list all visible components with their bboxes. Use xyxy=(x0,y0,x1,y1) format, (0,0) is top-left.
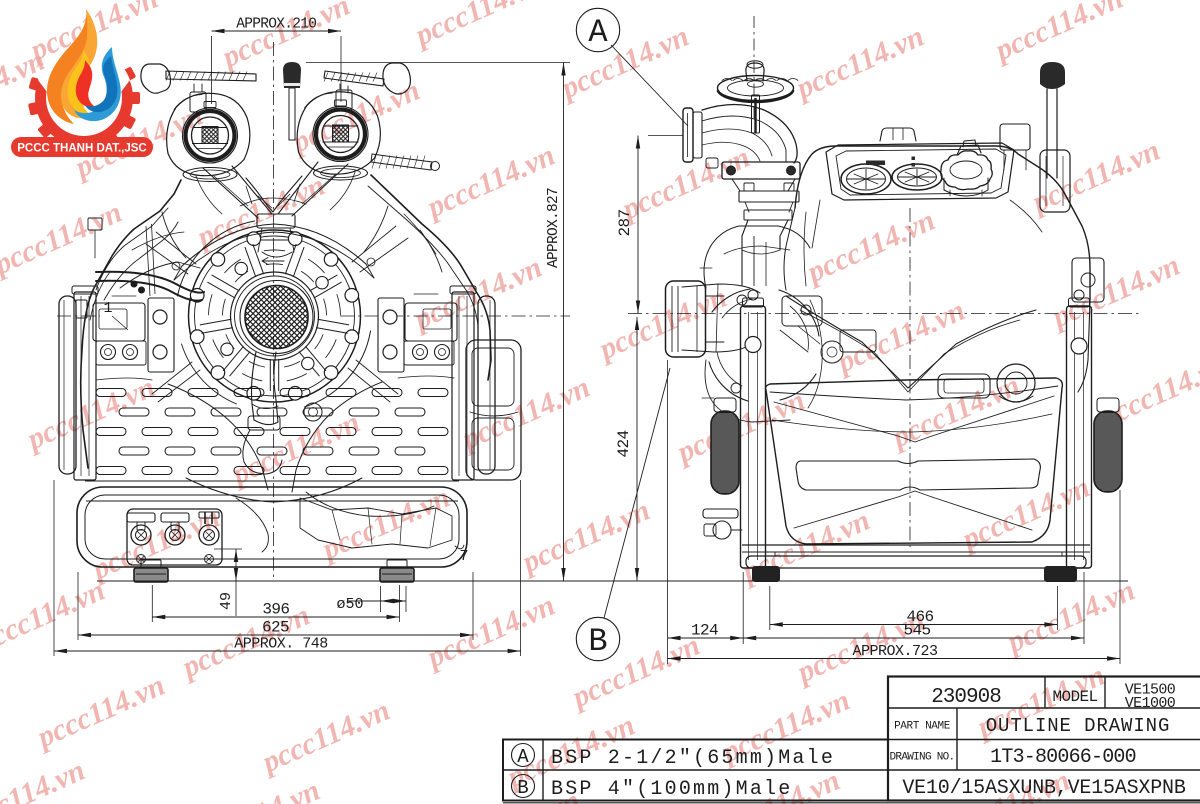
svg-text:VE1500: VE1500 xyxy=(1125,682,1176,699)
svg-text:ø50: ø50 xyxy=(336,596,363,613)
svg-text:pccc114.vn: pccc114.vn xyxy=(285,74,425,161)
svg-text:pccc114.vn: pccc114.vn xyxy=(615,141,755,228)
svg-text:396: 396 xyxy=(262,601,289,619)
svg-text:124: 124 xyxy=(691,622,718,640)
svg-text:466: 466 xyxy=(906,608,933,626)
svg-text:pccc114.vn: pccc114.vn xyxy=(988,0,1128,68)
svg-text:BSP 2-1/2″(65mm)Male: BSP 2-1/2″(65mm)Male xyxy=(551,747,835,770)
svg-text:A: A xyxy=(517,746,529,768)
svg-text:pccc114.vn: pccc114.vn xyxy=(0,754,90,804)
svg-text:pccc114.vn: pccc114.vn xyxy=(408,0,548,53)
svg-text:pccc114.vn: pccc114.vn xyxy=(592,281,732,368)
svg-text:MODEL: MODEL xyxy=(1052,688,1097,706)
svg-text:OUTLINE DRAWING: OUTLINE DRAWING xyxy=(986,715,1171,737)
svg-text:pccc114.vn: pccc114.vn xyxy=(185,774,325,804)
svg-text:pccc114.vn: pccc114.vn xyxy=(1045,249,1185,336)
svg-text:PCCC THANH DAT.,JSC: PCCC THANH DAT.,JSC xyxy=(17,143,147,155)
svg-text:49: 49 xyxy=(218,592,235,610)
svg-text:B: B xyxy=(588,623,607,660)
svg-text:APPROX.210: APPROX.210 xyxy=(236,17,316,33)
svg-text:BSP 4″(100mm)Male: BSP 4″(100mm)Male xyxy=(551,778,792,801)
svg-text:pccc114.vn: pccc114.vn xyxy=(0,574,110,661)
svg-text:pccc114.vn: pccc114.vn xyxy=(30,669,170,756)
svg-text:A: A xyxy=(588,14,608,51)
svg-text:625: 625 xyxy=(262,619,289,637)
svg-text:1T3-80066-000: 1T3-80066-000 xyxy=(990,746,1136,769)
svg-text:pccc114.vn: pccc114.vn xyxy=(20,371,160,458)
svg-text:1: 1 xyxy=(103,300,112,317)
svg-text:pccc114.vn: pccc114.vn xyxy=(955,471,1095,558)
svg-text:pccc114.vn: pccc114.vn xyxy=(420,139,560,226)
svg-text:APPROX.827: APPROX.827 xyxy=(546,188,562,268)
svg-text:APPROX.723: APPROX.723 xyxy=(852,643,938,660)
svg-text:pccc114.vn: pccc114.vn xyxy=(830,294,970,381)
svg-text:pccc114.vn: pccc114.vn xyxy=(789,20,929,107)
svg-text:PART NAME: PART NAME xyxy=(894,721,951,733)
svg-text:VE1000: VE1000 xyxy=(1125,695,1176,712)
svg-text:pccc114.vn: pccc114.vn xyxy=(0,196,127,283)
svg-text:B: B xyxy=(517,777,528,799)
svg-text:424: 424 xyxy=(615,430,633,457)
svg-text:APPROX. 748: APPROX. 748 xyxy=(234,636,328,653)
svg-text:pccc114.vn: pccc114.vn xyxy=(554,20,694,107)
svg-text:287: 287 xyxy=(616,209,634,236)
svg-text:pccc114.vn: pccc114.vn xyxy=(885,369,1025,456)
svg-text:pccc114.vn: pccc114.vn xyxy=(215,0,355,75)
svg-text:pccc114.vn: pccc114.vn xyxy=(255,694,395,781)
svg-text:7: 7 xyxy=(459,548,468,565)
svg-text:VE10/15ASXUNB,VE15ASXPNB: VE10/15ASXUNB,VE15ASXPNB xyxy=(902,777,1185,800)
svg-text:DRAWING NO.: DRAWING NO. xyxy=(890,752,955,764)
svg-text:pccc114.vn: pccc114.vn xyxy=(1000,574,1140,661)
svg-text:pccc114.vn: pccc114.vn xyxy=(565,629,705,716)
svg-text:pccc114.vn: pccc114.vn xyxy=(800,204,940,291)
svg-text:230908: 230908 xyxy=(931,686,1001,709)
svg-text:pccc114.vn: pccc114.vn xyxy=(420,589,560,676)
svg-text:545: 545 xyxy=(903,622,930,640)
